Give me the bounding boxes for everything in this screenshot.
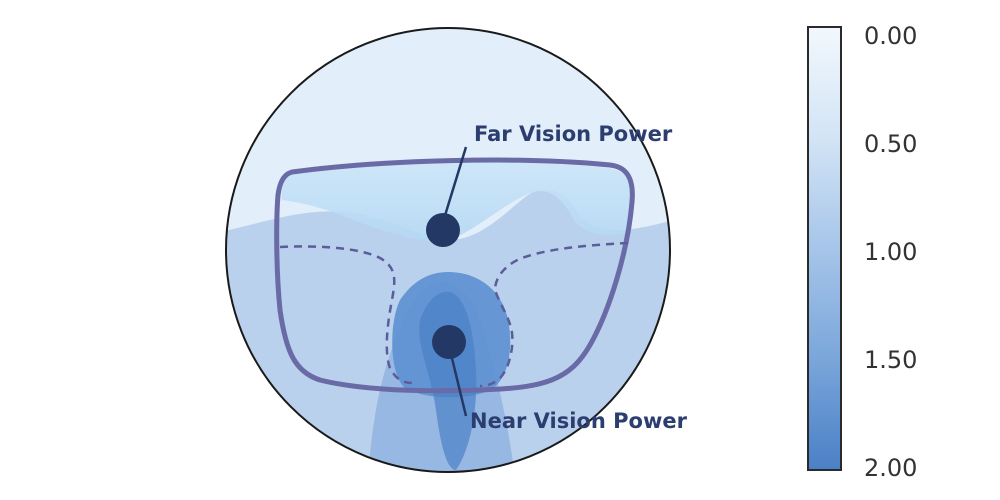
- scale-tick-label: 1.50: [864, 346, 917, 374]
- scale-tick-label: 1.00: [864, 238, 917, 266]
- progressive-corridor-boundary: [279, 241, 629, 388]
- lens-outline: [225, 27, 671, 473]
- scale-tick-label: 2.00: [864, 454, 917, 482]
- near-leader-line: [448, 349, 468, 417]
- scale-tick-label: 0.00: [864, 22, 917, 50]
- near-vision-marker: Near Vision Power: [432, 325, 688, 433]
- far-vision-marker: Far Vision Power: [426, 122, 673, 247]
- far-vision-point: [426, 213, 460, 247]
- far-leader-line: [441, 146, 468, 223]
- far-vision-label: Far Vision Power: [474, 122, 673, 146]
- scale-tick-label: 0.50: [864, 130, 917, 158]
- power-color-scale: 0.00 0.50 1.00 1.50 2.00: [807, 22, 917, 482]
- spectacle-frame: [274, 157, 635, 394]
- color-scale-bar: [807, 26, 842, 471]
- far-vision-zone: [281, 162, 632, 242]
- near-vision-label: Near Vision Power: [470, 409, 688, 433]
- near-vision-point: [432, 325, 466, 359]
